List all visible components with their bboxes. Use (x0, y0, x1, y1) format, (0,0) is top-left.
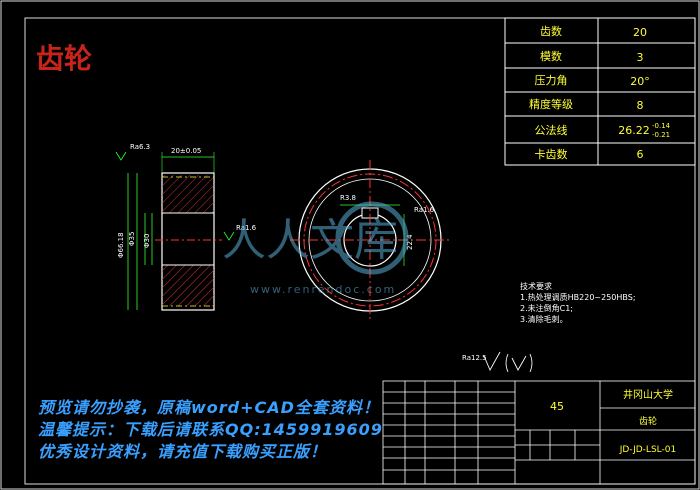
dim-hub-diameter: Φ30 (143, 234, 151, 248)
dim-face-width: 20±0.05 (171, 147, 201, 155)
param-value-span-teeth: 6 (637, 148, 644, 161)
tech-req-item-3: 3.清除毛刺。 (520, 314, 568, 324)
tech-req-item-2: 2.未注倒角C1; (520, 303, 573, 313)
param-value-module: 3 (637, 51, 644, 64)
roughness-symbol (483, 351, 501, 372)
title-block (382, 380, 696, 485)
overlay-line-3: 优秀设计资料，请充值下载购买正版！ (38, 442, 328, 461)
param-value-pressure-angle: 20° (630, 75, 650, 88)
overlay-line-1: 预览请勿抄袭，原稿word+CAD全套资料！ (38, 398, 380, 417)
param-value-accuracy: 8 (637, 99, 644, 112)
param-label-base-tangent: 公法线 (535, 123, 568, 137)
param-label-pressure-angle: 压力角 (535, 74, 568, 87)
tech-req-item-1: 1.热处理调质HB220~250HBS; (520, 292, 636, 302)
param-value-teeth: 20 (633, 26, 647, 39)
param-table (504, 17, 696, 166)
param-label-module: 模数 (540, 50, 562, 63)
finish-right: Ra1.6 (414, 206, 435, 214)
param-label-accuracy: 精度等级 (529, 97, 573, 111)
drawing-title: 齿轮 (36, 42, 92, 75)
inner-frame (24, 17, 696, 485)
tb-part: 齿轮 (639, 415, 657, 427)
overlay-line-2: 温馨提示：下载后请联系QQ:1459919609 (38, 420, 383, 439)
dim-outer-diameter: Φ66.18 (117, 232, 125, 258)
param-value-base-tangent: 26.22 (618, 124, 650, 137)
tech-req-heading: 技术要求 (520, 281, 552, 291)
tol-lower: -0.21 (652, 131, 670, 139)
finish-left: Ra6.3 (130, 143, 150, 151)
tb-material: 45 (550, 400, 564, 413)
tol-upper: -0.14 (652, 122, 671, 130)
watermark-url: www.renrendoc.com (250, 283, 396, 296)
param-label-teeth: 齿数 (540, 25, 562, 38)
tb-drawing-no: JD-JD-LSL-01 (619, 445, 676, 455)
finish-side: Ra1.6 (236, 224, 257, 232)
roughness-general: Ra12.5 (462, 354, 487, 362)
front-view (290, 160, 450, 320)
tb-school: 井冈山大学 (623, 388, 673, 401)
dim-bore-diameter: Φ35 (128, 232, 136, 246)
watermark-text: 人人文库 (222, 215, 398, 266)
section-view (115, 151, 235, 311)
dim-keyway-width: R3.8 (340, 194, 356, 202)
param-label-span-teeth: 卡齿数 (535, 148, 568, 161)
dim-keyway-depth: 22.4 (406, 234, 414, 250)
watermark: 人人文库 www.renrendoc.com (222, 201, 409, 296)
